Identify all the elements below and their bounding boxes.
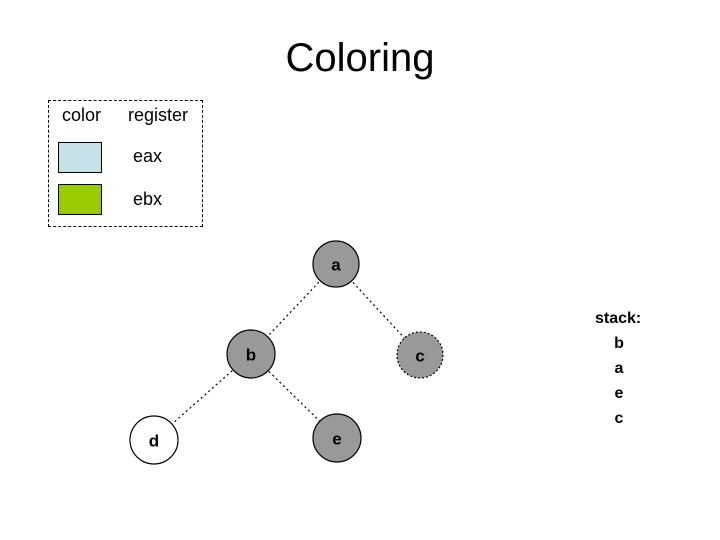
eax-register-label: eax [133,146,163,166]
tree-node-circle-e [312,413,362,463]
legend-box: color register eax ebx [48,100,203,227]
slide-title: Coloring [285,36,435,80]
tree-node-a: a [312,240,360,288]
tree-node-label-b: b [246,346,256,365]
legend-header-register: register [128,105,189,125]
tree-node-d: d [129,415,179,465]
eax-color-swatch [58,142,102,173]
tree-node-circle-a [312,240,360,288]
tree-node-c: c [396,331,444,379]
stack-item: a [614,360,624,377]
stack-item: c [614,410,624,427]
tree-node-e: e [312,413,362,463]
ebx-color-swatch [58,184,102,215]
stack-item: e [614,385,624,402]
tree-node-circle-c [396,331,444,379]
legend-header-color: color [62,105,102,125]
tree-node-label-c: c [415,347,424,366]
stack-label: stack: [595,310,642,327]
tree-node-label-a: a [331,256,341,275]
ebx-register-label: ebx [133,189,163,209]
tree-node-label-e: e [332,430,341,449]
tree-node-label-d: d [149,432,159,451]
stack-item: b [614,335,624,352]
tree-node-circle-b [226,329,276,379]
tree-node-b: b [226,329,276,379]
tree-node-circle-d [129,415,179,465]
stack-panel: stack: b a e c [595,306,643,431]
